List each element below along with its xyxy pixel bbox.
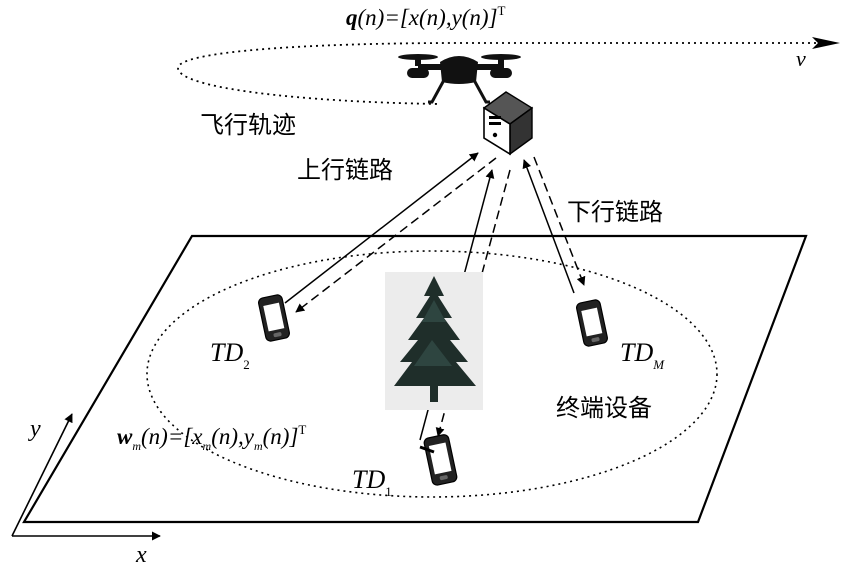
coordinate-axes <box>11 413 161 541</box>
td2-label: TD2 <box>210 338 250 372</box>
smartphone-icon-td2 <box>258 294 290 342</box>
y-axis-label: y <box>28 416 41 442</box>
x-axis-label: x <box>135 542 147 567</box>
antenna-td1 <box>419 445 435 454</box>
trajectory-formula: q(n)=[x(n),y(n)]T <box>346 3 506 30</box>
server-icon <box>482 91 534 156</box>
position-formula: wm(n)=[xm(n),ym(n)]T <box>117 422 306 453</box>
velocity-label: v <box>796 46 806 71</box>
velocity-arrowhead <box>812 37 840 49</box>
smartphone-icon-td1 <box>423 434 458 486</box>
flight-trajectory <box>177 42 828 105</box>
smartphone-icon-tdm <box>576 299 608 347</box>
tdm-label: TDM <box>620 338 665 372</box>
flight-trajectory-label: 飞行轨迹 <box>200 111 296 139</box>
ground-plane <box>22 234 808 524</box>
coverage-area <box>146 250 718 498</box>
downlink-label: 下行链路 <box>567 198 663 226</box>
tree-icon <box>385 272 483 410</box>
terminal-devices-label: 终端设备 <box>556 394 652 422</box>
drone-icon <box>398 54 521 104</box>
td1-label: TD1 <box>352 465 392 499</box>
uplink-label: 上行链路 <box>297 156 393 184</box>
